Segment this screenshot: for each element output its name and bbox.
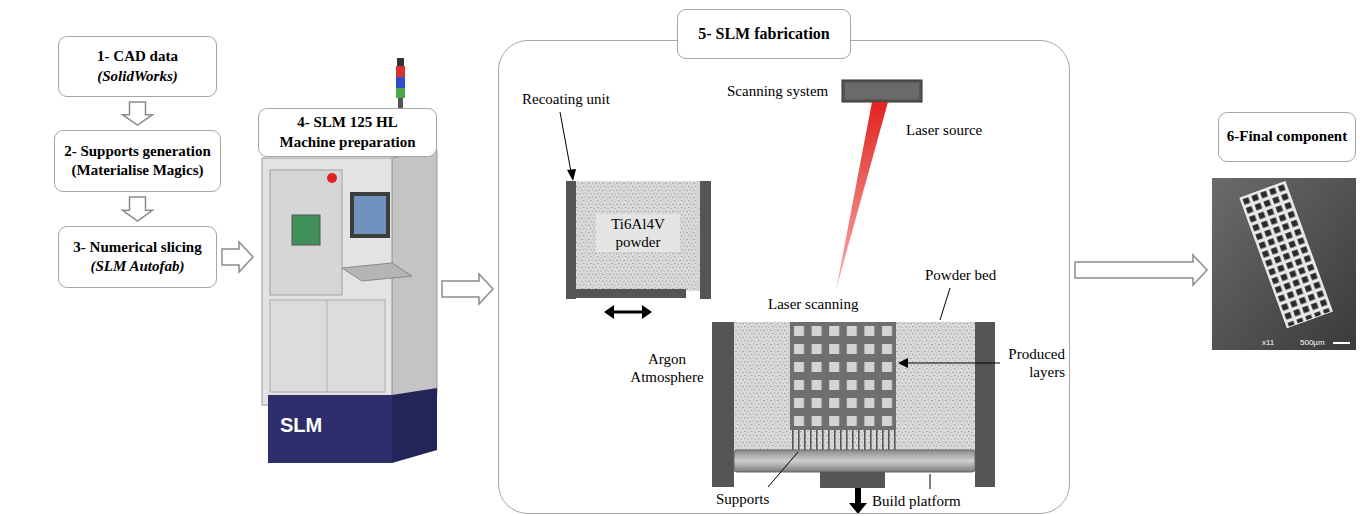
down-arrow	[855, 488, 861, 504]
machine-base	[392, 388, 437, 463]
chamber-wall	[975, 322, 995, 487]
part-label: Produced layers	[1003, 345, 1065, 381]
material-label: Ti6Al4V powder	[596, 214, 680, 252]
hopper-wall	[700, 181, 711, 299]
signal-light	[396, 88, 405, 98]
part-label: Scanning system	[727, 82, 828, 100]
part-label: Recoating unit	[522, 90, 610, 108]
flow-arrow	[1075, 255, 1207, 285]
leader-line	[930, 474, 931, 489]
step-title: 1- CAD data	[97, 47, 178, 67]
step-heading: 5- SLM fabrication	[677, 9, 851, 59]
keyboard-tray	[342, 263, 412, 281]
powder-hopper	[576, 181, 700, 291]
cabinet-front	[262, 158, 392, 405]
slm-schematic	[560, 80, 1000, 514]
support-structure	[790, 430, 896, 450]
sem-background	[1212, 178, 1356, 350]
flow-arrow	[442, 274, 493, 304]
signal-tower	[398, 98, 403, 108]
leader-arrow	[898, 358, 908, 368]
scanning-system	[842, 80, 922, 102]
process-box: 1- CAD data(SolidWorks)	[58, 36, 217, 97]
machine-step: 4- SLM 125 HL Machine preparation	[258, 108, 437, 465]
step-title: 3- Numerical slicing	[73, 238, 201, 258]
chamber-wall	[712, 322, 734, 487]
monitor	[350, 192, 390, 238]
view-window	[292, 215, 320, 245]
cabinet-door	[270, 170, 342, 295]
sem-image	[1212, 178, 1356, 350]
motion-arrow	[612, 311, 644, 314]
leader-line	[768, 452, 798, 487]
hopper-blade	[576, 289, 686, 298]
process-box: 2- Supports generation(Materialise Magic…	[54, 130, 221, 192]
laser-beam	[836, 102, 888, 290]
part-label: Powder bed	[925, 266, 996, 284]
lower-panel	[270, 300, 385, 392]
signal-light	[396, 66, 405, 77]
step-heading: 4- SLM 125 HL Machine preparation	[258, 108, 437, 157]
step-heading: 6-Final component	[1218, 112, 1356, 162]
step-title: 2- Supports generation	[64, 142, 211, 162]
leader-line	[940, 288, 950, 320]
flow-arrow	[123, 102, 153, 125]
magnification: x11	[1262, 338, 1274, 348]
part-label: Laser source	[906, 121, 982, 139]
machine-base	[268, 395, 392, 463]
lattice-sample	[1240, 182, 1332, 328]
software-name: (SLM Autofab)	[90, 257, 184, 277]
motion-arrow	[642, 305, 652, 319]
lattice-part	[790, 322, 896, 430]
scanning-system	[845, 83, 919, 99]
monitor-screen	[354, 196, 386, 234]
part-label: Laser scanning	[768, 295, 858, 313]
process-box: 3- Numerical slicing(SLM Autofab)	[58, 226, 217, 288]
result-step: 6-Final component	[1212, 112, 1356, 350]
stop-button	[327, 173, 337, 183]
flow-arrow	[123, 197, 153, 221]
leader-line	[560, 112, 571, 172]
down-arrow	[849, 503, 867, 514]
software-name: (Materialise Magics)	[71, 161, 203, 181]
piston	[820, 472, 885, 488]
software-name: (SolidWorks)	[97, 67, 178, 87]
signal-tower	[397, 58, 404, 66]
scale-bar	[1333, 342, 1350, 344]
signal-light	[396, 77, 405, 88]
powder-bed	[734, 322, 975, 450]
atmosphere-label: Argon Atmosphere	[628, 350, 706, 386]
machine-logo: SLM	[280, 413, 322, 437]
panel-seam	[327, 300, 328, 392]
leader-arrow	[567, 169, 576, 181]
flow-arrow	[222, 242, 253, 272]
part-label: Supports	[716, 490, 769, 508]
build-platform	[734, 450, 975, 472]
hopper-wall	[566, 181, 576, 299]
scale-text: 500µm	[1300, 338, 1325, 348]
part-label: Build platform	[872, 492, 961, 510]
leader-line	[906, 362, 1000, 363]
motion-arrow	[604, 305, 614, 319]
lattice-sample	[1240, 182, 1332, 328]
